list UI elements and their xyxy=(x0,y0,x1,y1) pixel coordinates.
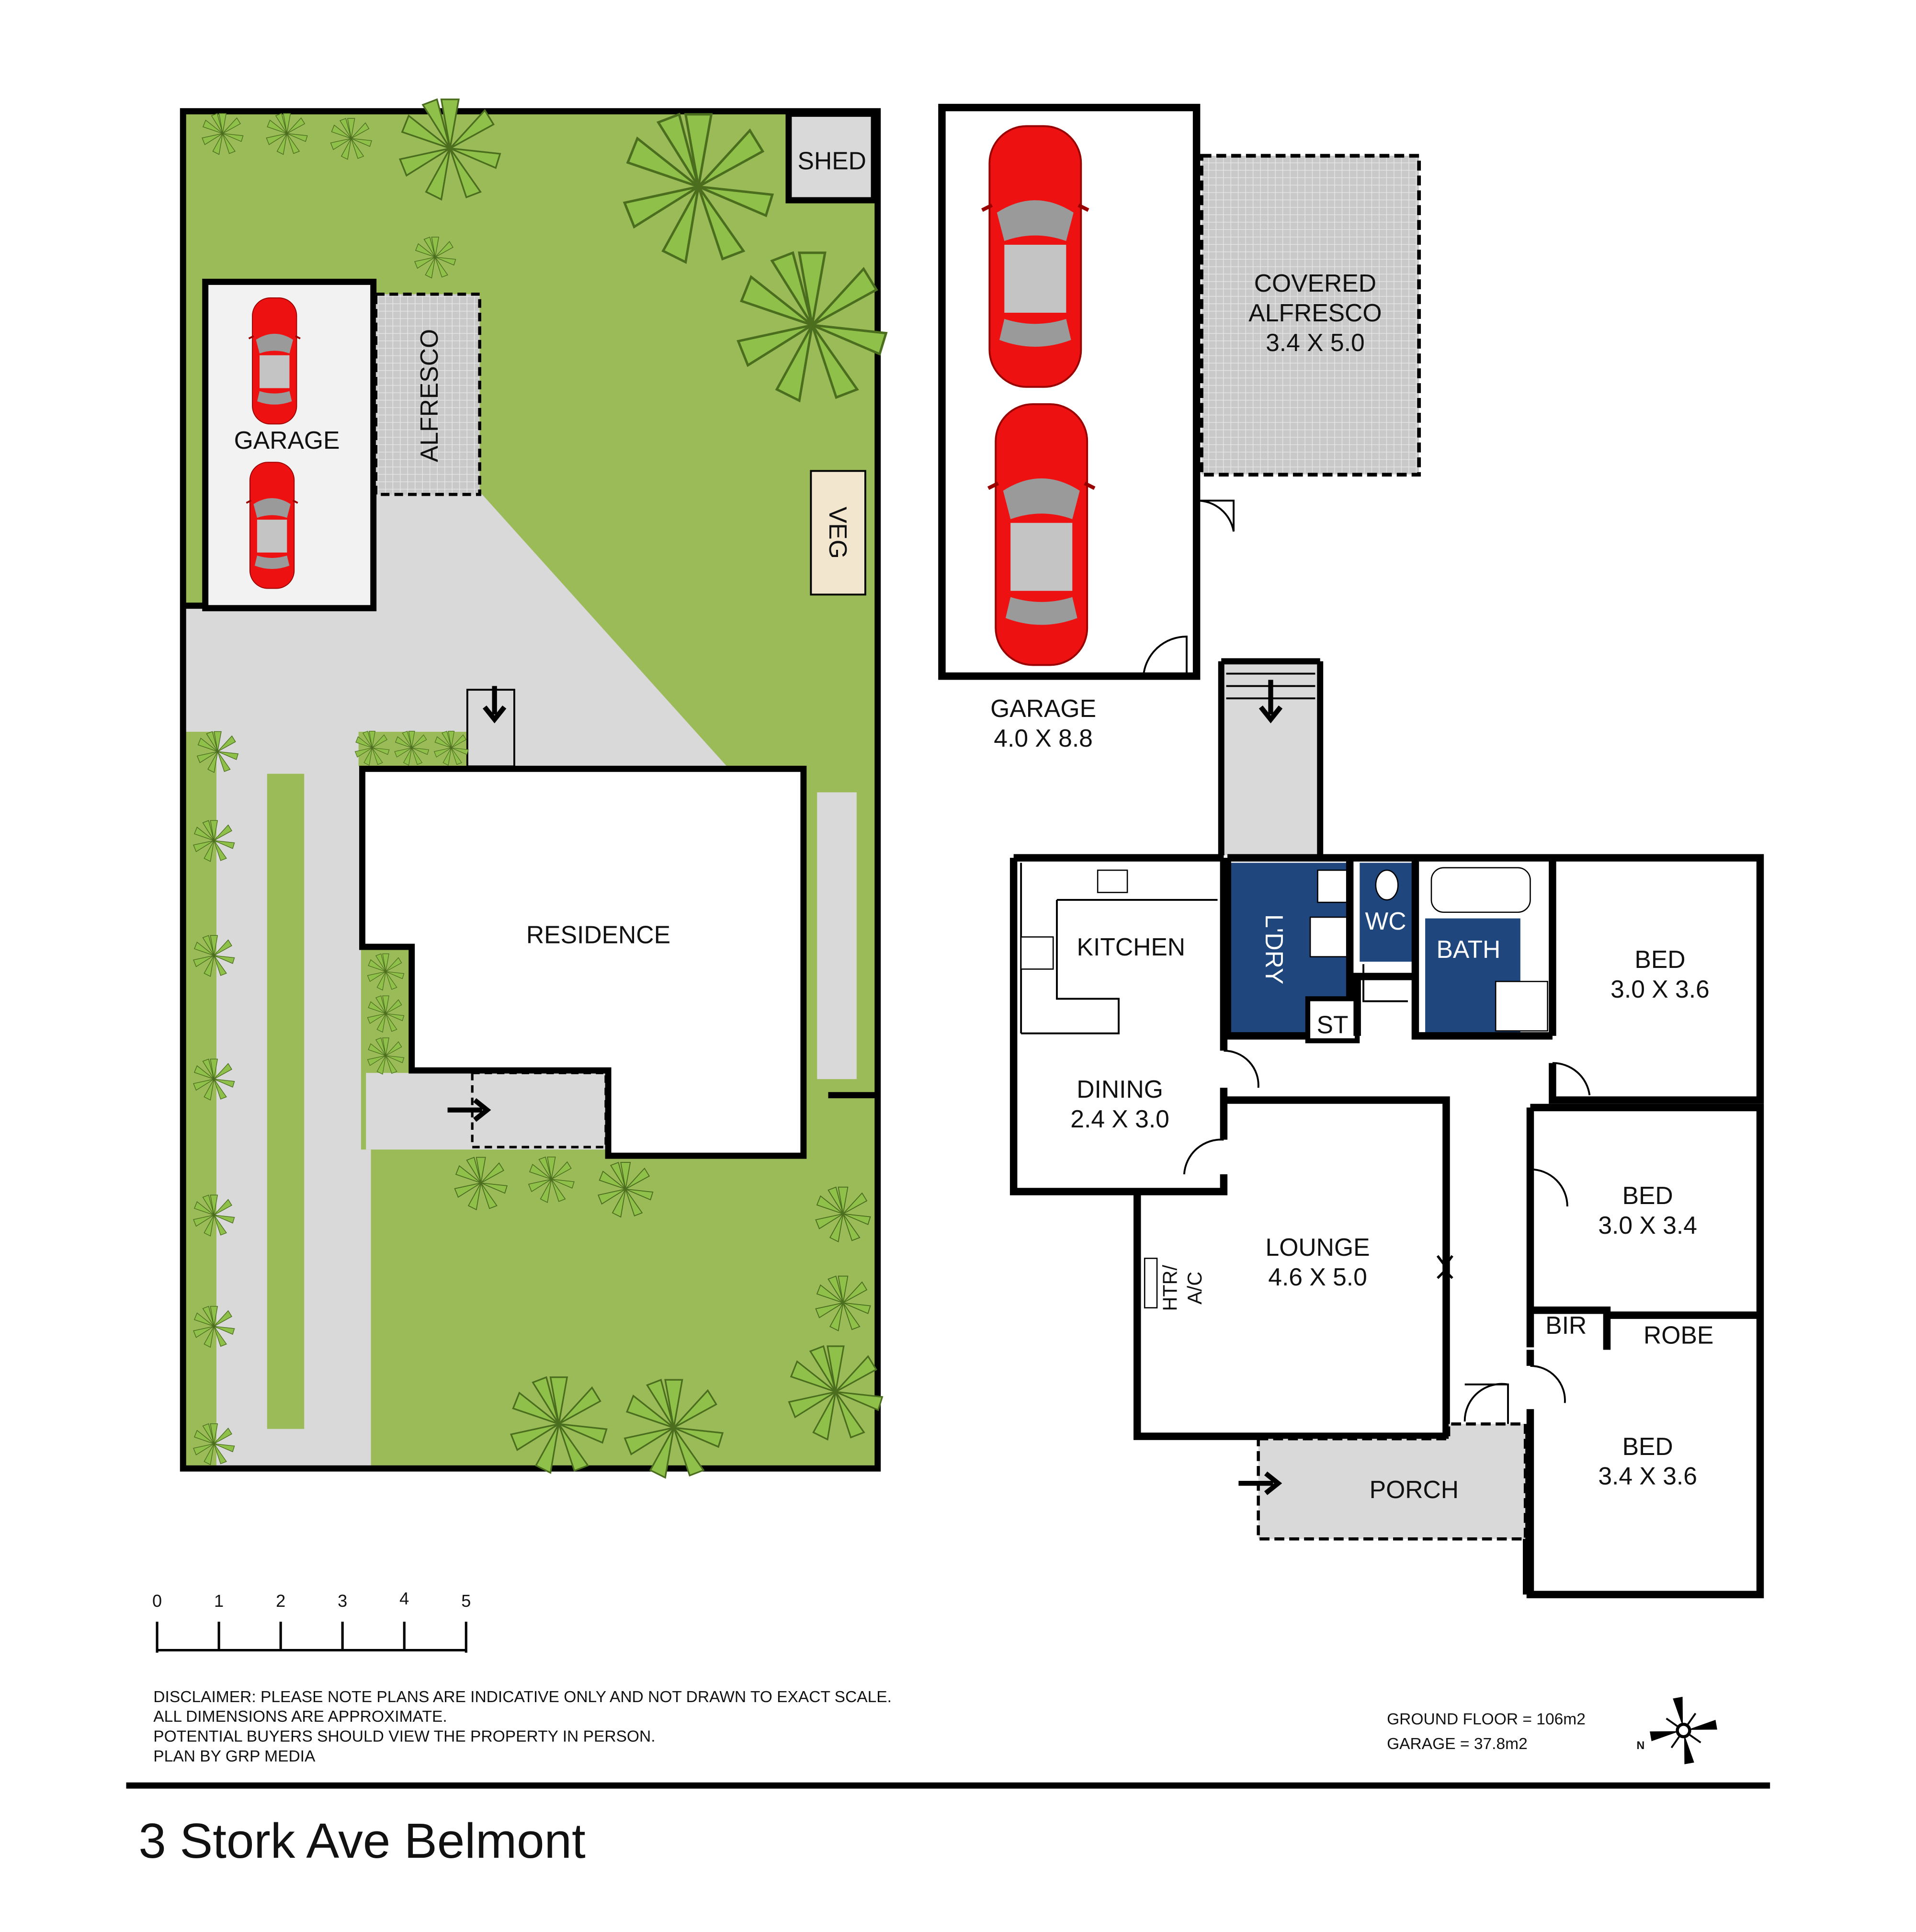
disclaimer-line: DISCLAIMER: PLEASE NOTE PLANS ARE INDICA… xyxy=(153,1688,892,1706)
scale-bar: 0 1 2 3 4 5 xyxy=(152,1589,471,1653)
bed2-label: BED xyxy=(1622,1182,1673,1209)
boundary xyxy=(180,108,881,1472)
bed1-label: BED xyxy=(1634,945,1685,973)
cooktop-icon xyxy=(1020,936,1054,970)
bed2-size: 3.0 X 3.4 xyxy=(1598,1211,1697,1239)
driveway-median xyxy=(267,773,305,1429)
covered-alfresco xyxy=(1200,154,1421,477)
lounge-size: 4.6 X 5.0 xyxy=(1268,1263,1367,1291)
property-title: 3 Stork Ave Belmont xyxy=(138,1813,585,1868)
lounge-label: LOUNGE xyxy=(1266,1233,1370,1261)
arrow-icon xyxy=(1258,680,1283,724)
side-path xyxy=(817,792,857,1080)
side-garden xyxy=(366,952,413,1073)
veg-patch xyxy=(810,470,866,596)
footer-divider xyxy=(126,1782,1770,1789)
store-label: ST xyxy=(1317,1011,1349,1039)
alfresco-label-2: ALFRESCO xyxy=(1248,299,1382,327)
veg-label: VEG xyxy=(824,507,852,559)
scale-tick-label: 2 xyxy=(276,1591,285,1611)
bir-label: BIR xyxy=(1545,1311,1587,1339)
porch-label: PORCH xyxy=(1370,1476,1459,1503)
entry-steps xyxy=(466,689,515,768)
scale-tick-label: 0 xyxy=(152,1591,162,1611)
scale-tick-label: 1 xyxy=(214,1591,224,1611)
compass-north-label: N xyxy=(1636,1739,1644,1751)
disclaimer-line: ALL DIMENSIONS ARE APPROXIMATE. xyxy=(153,1708,447,1726)
disclaimer: DISCLAIMER: PLEASE NOTE PLANS ARE INDICA… xyxy=(153,1688,892,1765)
heater-label-2: A/C xyxy=(1184,1272,1206,1305)
compass-icon: N xyxy=(1636,1696,1717,1764)
bed1-size: 3.0 X 3.6 xyxy=(1610,975,1710,1003)
arrow-icon xyxy=(1238,1471,1282,1495)
dining-size: 2.4 X 3.0 xyxy=(1070,1105,1169,1133)
ground-floor-area: GROUND FLOOR = 106m2 xyxy=(1387,1710,1586,1728)
kitchen-label: KITCHEN xyxy=(1077,933,1186,961)
residence xyxy=(359,765,807,1159)
bath-label: BATH xyxy=(1437,935,1501,963)
wc-label: WC xyxy=(1365,907,1406,935)
scale-tick-label: 5 xyxy=(461,1591,471,1611)
driveway xyxy=(185,494,727,1466)
scale-tick-label: 4 xyxy=(399,1589,409,1608)
disclaimer-line: PLAN BY GRP MEDIA xyxy=(153,1748,316,1765)
dining-label: DINING xyxy=(1077,1075,1163,1103)
laundry-label: L'DRY xyxy=(1260,914,1288,985)
site-garage-label: GARAGE xyxy=(234,426,340,454)
shed xyxy=(785,110,877,204)
residence-label: RESIDENCE xyxy=(526,921,670,948)
site-alfresco-label: ALFRESCO xyxy=(415,329,443,462)
porch xyxy=(1257,1422,1527,1541)
alfresco-size: 3.4 X 5.0 xyxy=(1266,329,1365,356)
shed-label: SHED xyxy=(798,147,866,175)
walls xyxy=(1009,854,1764,1599)
disclaimer-line: POTENTIAL BUYERS SHOULD VIEW THE PROPERT… xyxy=(153,1728,655,1746)
garage-size: 4.0 X 8.8 xyxy=(994,724,1093,752)
arrow-icon xyxy=(447,1098,491,1122)
arrow-icon xyxy=(482,686,507,724)
bed3-size: 3.4 X 3.6 xyxy=(1598,1462,1697,1490)
heater-icon xyxy=(1144,1258,1158,1308)
bed3-label: BED xyxy=(1622,1432,1673,1460)
garage-label: GARAGE xyxy=(990,694,1096,722)
site-plan: SHED GARAGE ALFRESCO VEG RESIDENCE xyxy=(180,98,886,1478)
garage xyxy=(938,103,1201,680)
scale-tick-label: 3 xyxy=(338,1591,347,1611)
garage-area: GARAGE = 37.8m2 xyxy=(1387,1735,1528,1753)
alfresco-label: COVERED xyxy=(1254,269,1376,297)
site-alfresco xyxy=(374,293,481,496)
floor-plan: GARAGE 4.0 X 8.8 COVERED ALFRESCO 3.4 X … xyxy=(938,103,1764,1599)
heater-label: HTR/ xyxy=(1159,1265,1181,1311)
robe-label: ROBE xyxy=(1644,1321,1713,1349)
